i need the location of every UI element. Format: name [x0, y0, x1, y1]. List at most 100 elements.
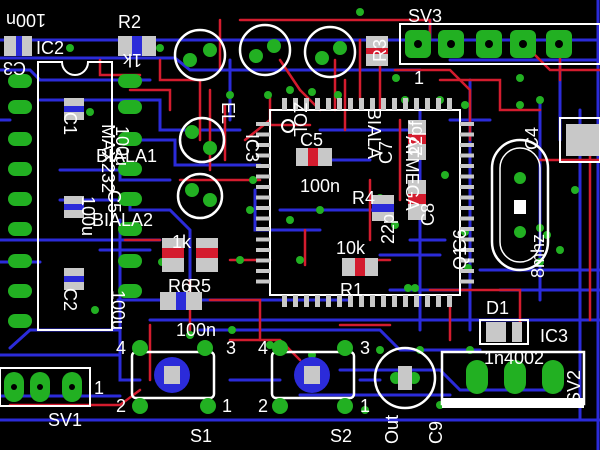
label-r5: R5: [188, 276, 211, 296]
qfp-pin: [359, 98, 364, 110]
qfp-pin: [293, 295, 298, 307]
qfp-pin: [447, 295, 452, 307]
led-pads-top: [183, 39, 347, 67]
qfp-pin: [256, 237, 270, 242]
qfp-pin: [403, 295, 408, 307]
qfp-pin: [256, 153, 270, 158]
ic2-pads: [8, 74, 142, 328]
qfp-pin: [381, 98, 386, 110]
qfp-pin: [337, 98, 342, 110]
qfp-pin: [414, 295, 419, 307]
qfp-pin: [460, 195, 474, 200]
label-s2: S2: [330, 426, 352, 446]
ic2-max232-footprint: [37, 61, 113, 331]
qfp-pin: [256, 216, 270, 221]
label-c7: C7: [376, 141, 396, 164]
label-100u-3: 100u: [108, 290, 128, 330]
label-sv1-pin1: 1: [94, 378, 104, 398]
label-10k: 10k: [336, 238, 366, 258]
qfp-pin: [256, 122, 270, 126]
qfp-pin: [460, 132, 474, 137]
qfp-pin: [460, 143, 474, 147]
label-c4: C4: [522, 127, 542, 150]
qfp-pin: [304, 98, 309, 110]
label-s1-pin2: 2: [116, 396, 126, 416]
regulator-footprint: [440, 350, 586, 408]
atmega-qfp-footprint: [269, 109, 461, 296]
qfp-pin: [337, 295, 342, 307]
qfp-pin: [460, 237, 474, 242]
label-c2: C2: [60, 288, 80, 311]
label-100u-1: 100u: [112, 126, 132, 166]
label-r4: R4: [352, 188, 375, 208]
silkscreen-labels: 100n R2 SV3 IC2 C3 1k R3 1 C1 MAX232 100…: [3, 6, 584, 446]
led-pads-mid: [185, 125, 217, 207]
label-max232: MAX232: [98, 124, 118, 193]
label-biala2: BIALA2: [92, 210, 153, 230]
label-22pf: 22pf: [406, 120, 426, 156]
label-1k-top: 1k: [122, 50, 142, 70]
label-r6: R6: [168, 276, 191, 296]
qfp-pin: [392, 98, 397, 110]
switch-s1: [130, 340, 216, 414]
label-8mhz: 8mhz: [528, 234, 548, 278]
label-r3: R3: [370, 39, 390, 62]
qfp-pin: [460, 248, 474, 252]
label-out: Out: [382, 415, 402, 444]
qfp-pin: [436, 98, 441, 110]
qfp-pin: [348, 295, 353, 307]
label-100u-2: 100u: [78, 196, 98, 236]
sv1-outline: [0, 367, 91, 407]
qfp-pin: [293, 98, 298, 110]
label-zol: ZOL: [290, 102, 310, 137]
label-100n-top: 100n: [6, 10, 46, 30]
qfp-pin: [425, 295, 430, 307]
label-s2-pin1: 1: [360, 396, 370, 416]
crystal-q1: [490, 138, 550, 272]
label-q1: Q1: [450, 246, 470, 270]
qfp-pin: [414, 98, 419, 110]
label-sv2: SV2: [564, 370, 584, 404]
sv3-outline: [399, 23, 600, 65]
qfp-pin: [460, 164, 474, 168]
qfp-pin: [282, 295, 287, 307]
qfp-pin: [447, 98, 452, 110]
label-sv1: SV1: [48, 410, 82, 430]
qfp-pin: [315, 98, 320, 110]
led-footprints-top: [173, 23, 357, 82]
label-c5: C5: [300, 130, 323, 150]
atmega-pins: [256, 98, 474, 307]
qfp-pin: [370, 98, 375, 110]
qfp-pin: [403, 98, 408, 110]
qfp-pin: [460, 216, 474, 221]
top-copper-traces: [8, 18, 600, 407]
label-c8: C8: [418, 203, 438, 226]
label-22p-b: 22p: [378, 214, 398, 244]
qfp-pin: [315, 295, 320, 307]
smd-outlines: [479, 117, 600, 345]
led-footprints-mid: [176, 116, 226, 220]
qfp-pin: [460, 258, 474, 263]
label-atmega: ATMEGA: [402, 136, 422, 211]
label-s1-pin3: 3: [226, 338, 236, 358]
qfp-pin: [282, 98, 287, 110]
label-ic2: IC2: [36, 38, 64, 58]
qfp-pin: [460, 206, 474, 210]
qfp-pin: [370, 295, 375, 307]
qfp-pin: [256, 132, 270, 137]
qfp-pin: [256, 206, 270, 210]
qfp-pin: [256, 258, 270, 263]
label-c5-value: 100n: [300, 176, 340, 196]
label-c6: C6: [450, 229, 470, 252]
qfp-pin: [460, 227, 474, 231]
qfp-pin: [256, 174, 270, 179]
qfp-pin: [256, 143, 270, 147]
qfp-pin: [326, 98, 331, 110]
qfp-pin: [256, 248, 270, 252]
label-c5-left: C5: [104, 190, 124, 213]
label-1k-mid: 1k: [172, 232, 192, 252]
qfp-pin: [256, 269, 270, 273]
label-s1: S1: [190, 426, 212, 446]
label-s2-pin4: 4: [258, 338, 268, 358]
label-d1: D1: [486, 298, 509, 318]
